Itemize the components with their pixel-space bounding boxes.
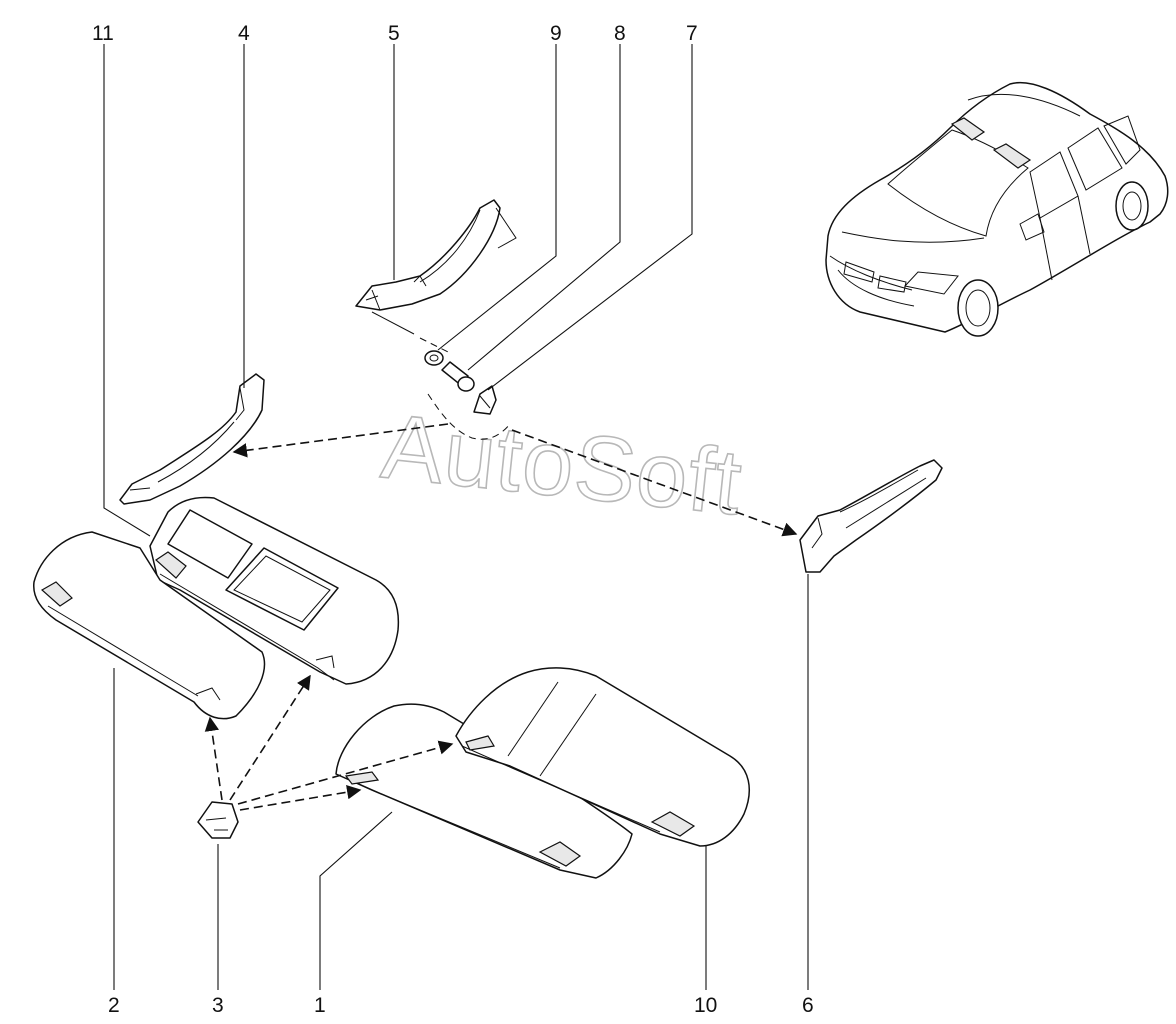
assembly-axis-line (495, 207, 517, 249)
assembly-arrow-to-part-10 (237, 740, 454, 805)
callout-4: 4 (238, 22, 250, 45)
part-3-visor-clip (197, 801, 239, 839)
assembly-arrow-to-part-6 (511, 429, 798, 537)
assembly-arrow-to-part-4 (232, 423, 449, 458)
part-5-grab-handle (355, 199, 501, 311)
callout-7: 7 (686, 22, 698, 45)
assembly-arrow-to-part-1 (239, 785, 362, 811)
callout-1: 1 (314, 994, 326, 1017)
assembly-axis-line (371, 311, 415, 335)
car-illustration (825, 81, 1169, 337)
autosoft-watermark: AutoSoft (377, 395, 747, 534)
assembly-arrow-to-part-11 (229, 674, 311, 801)
callout-8: 8 (614, 22, 626, 45)
part-7-cap (473, 385, 497, 415)
callout-5: 5 (388, 22, 400, 45)
mounting-location-curve (427, 393, 511, 440)
assembly-arrow-to-part-2 (204, 716, 223, 801)
callout-3: 3 (212, 994, 224, 1017)
callout-10: 10 (694, 994, 717, 1017)
part-8-screw (441, 361, 475, 392)
callout-6: 6 (802, 994, 814, 1017)
leader-lines (103, 44, 809, 990)
assembly-axis-line (419, 337, 449, 353)
callout-9: 9 (550, 22, 562, 45)
part-9-washer (424, 350, 444, 366)
part-4-grab-handle (119, 373, 265, 505)
part-10-sun-visor (455, 667, 751, 847)
part-6-grab-handle (799, 459, 943, 573)
callout-2: 2 (108, 994, 120, 1017)
part-2-sun-visor (33, 531, 266, 720)
callout-11: 11 (92, 22, 114, 45)
part-11-sun-visor-with-mirror (149, 496, 400, 685)
